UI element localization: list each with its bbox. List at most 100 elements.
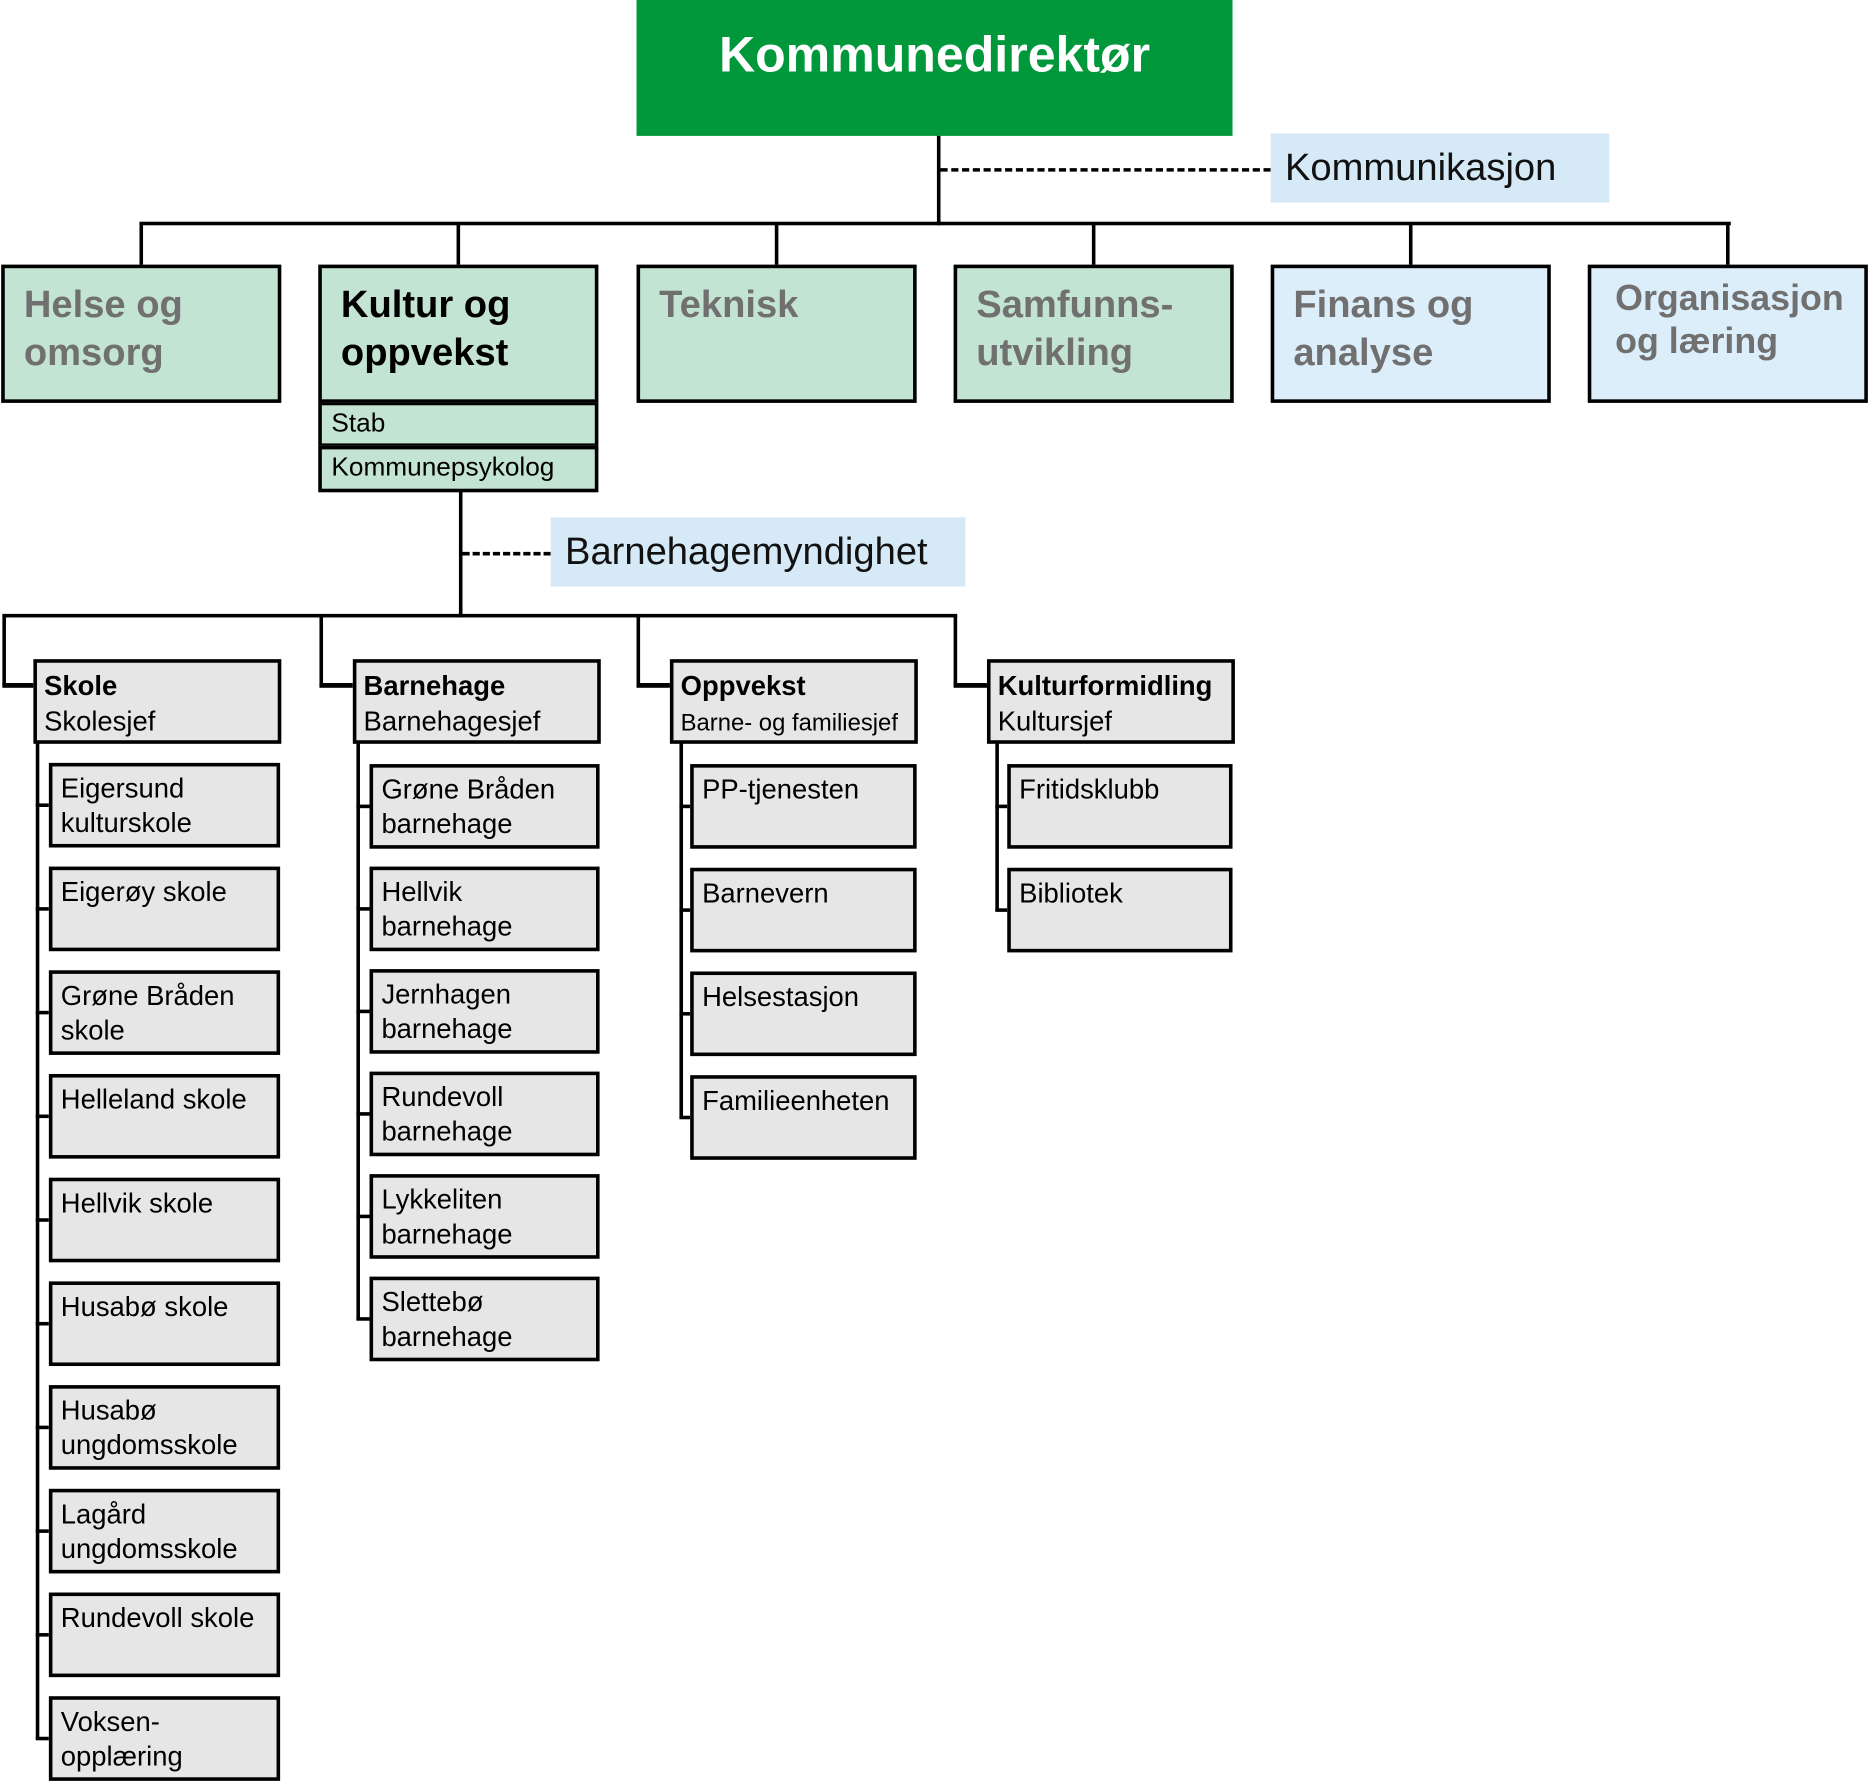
- connector: [35, 803, 49, 807]
- unit-child-box: Bibliotek: [1007, 867, 1233, 953]
- kultur-stab: Stab: [318, 401, 599, 447]
- connector: [458, 491, 463, 618]
- connector: [995, 908, 1008, 912]
- connector: [319, 683, 353, 688]
- staff-dashed-connector: [940, 168, 1271, 172]
- department-name-line: oppvekst: [340, 330, 509, 374]
- connector: [679, 804, 691, 809]
- unit-child-box: Grøne Bråden skole: [48, 970, 281, 1055]
- connector: [35, 1529, 49, 1533]
- connector: [679, 1115, 691, 1120]
- connector: [995, 742, 999, 911]
- department-name-line: og læring: [1615, 321, 1779, 362]
- connector: [1408, 222, 1413, 266]
- unit-title: Kulturformidling: [997, 669, 1213, 701]
- connector: [35, 1218, 49, 1222]
- unit-child-box: Lagård ungdomsskole: [48, 1488, 281, 1574]
- connector: [356, 1317, 370, 1321]
- unit-child-box: Rundevoll barnehage: [369, 1071, 600, 1157]
- unit-title: Skole: [44, 669, 118, 701]
- connector: [35, 1425, 49, 1430]
- connector: [936, 135, 941, 226]
- unit-child-box: Grøne Bråden barnehage: [369, 764, 600, 849]
- connector: [953, 615, 958, 687]
- connector: [774, 222, 779, 266]
- connector: [2, 683, 34, 688]
- department-name-line: Organisasjon: [1615, 278, 1844, 319]
- unit-child-box: Fritidsklubb: [1007, 764, 1233, 849]
- connector: [995, 804, 1008, 809]
- unit-child-box: Slettebø barnehage: [369, 1276, 600, 1362]
- connector: [356, 907, 370, 911]
- unit-child-box: Eigerøy skole: [48, 866, 281, 952]
- unit-leader: Skolesjef: [44, 705, 156, 737]
- department-name-line: Finans og: [1293, 282, 1474, 326]
- connector: [139, 221, 1731, 226]
- staff-kommunikasjon: Kommunikasjon: [1270, 133, 1610, 203]
- connector: [356, 1112, 370, 1116]
- connector: [35, 742, 40, 1740]
- connector: [679, 742, 684, 1119]
- unit-child-box: Eigersund kulturskole: [48, 762, 281, 848]
- department-box: Samfunns-utvikling: [953, 264, 1234, 403]
- unit-child-box: Rundevoll skole: [48, 1592, 281, 1678]
- unit-child-box: Voksen-opplæring: [48, 1696, 281, 1781]
- kultur-kommunepsykolog: Kommunepsykolog: [318, 445, 599, 493]
- department-name-line: analyse: [1293, 330, 1434, 374]
- unit-child-box: Helsestasjon: [690, 971, 917, 1057]
- department-name-line: Teknisk: [659, 282, 799, 326]
- connector: [679, 908, 691, 912]
- department-name-line: omsorg: [23, 330, 164, 374]
- department-name-line: Samfunns-: [976, 282, 1174, 326]
- unit-leader: Barnehagesjef: [363, 705, 541, 737]
- unit-child-box: Husabø ungdomsskole: [48, 1385, 281, 1470]
- connector: [356, 742, 360, 1320]
- unit-child-box: Familieenheten: [690, 1075, 917, 1160]
- department-name-line: Helse og: [23, 282, 183, 326]
- connector: [356, 1009, 370, 1014]
- connector: [35, 1321, 49, 1326]
- staff-barnehagemyndighet: Barnehagemyndighet: [550, 517, 966, 587]
- connector: [35, 1114, 49, 1119]
- unit-child-box: Jernhagen barnehage: [369, 969, 600, 1054]
- connector: [139, 222, 144, 266]
- department-box: Teknisk: [636, 264, 917, 403]
- connector: [319, 615, 324, 687]
- unit-child-box: Hellvik skole: [48, 1177, 281, 1263]
- connector: [679, 1012, 691, 1016]
- connector: [1091, 222, 1096, 266]
- connector: [636, 683, 670, 688]
- department-name-line: utvikling: [976, 330, 1134, 374]
- unit-child-box: Helleland skole: [48, 1073, 281, 1159]
- staff-dashed-connector: [462, 551, 551, 556]
- connector: [35, 907, 49, 911]
- connector: [456, 222, 461, 266]
- connector: [35, 1736, 49, 1741]
- connector: [35, 1633, 49, 1637]
- connector: [953, 683, 987, 688]
- connector: [636, 615, 641, 687]
- connector: [2, 615, 6, 687]
- unit-child-box: Lykkeliten barnehage: [369, 1174, 600, 1259]
- unit-title: Oppvekst: [680, 669, 806, 701]
- unit-child-box: Husabø skole: [48, 1281, 281, 1367]
- department-name-line: Kultur og: [340, 282, 511, 326]
- unit-leader: Kultursjef: [997, 705, 1112, 737]
- connector: [1726, 222, 1730, 266]
- connector: [2, 613, 958, 618]
- unit-leader: Barne- og familiesjef: [680, 710, 898, 737]
- unit-child-box: Hellvik barnehage: [369, 866, 600, 952]
- connector: [356, 1214, 370, 1219]
- connector: [35, 1010, 49, 1015]
- connector: [356, 804, 370, 809]
- unit-title: Barnehage: [363, 669, 506, 701]
